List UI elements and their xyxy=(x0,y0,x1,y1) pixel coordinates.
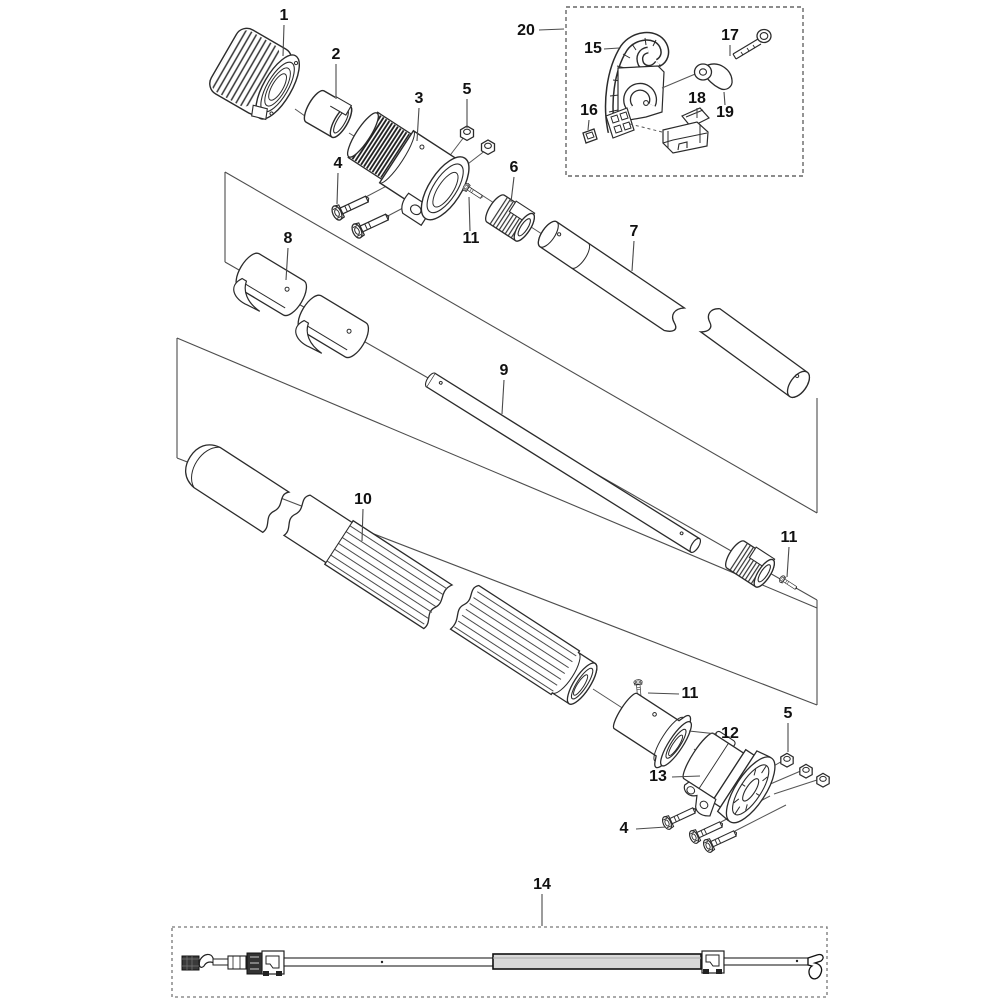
part-12-sleeve xyxy=(612,692,692,769)
callout-labels: 1 2 3 5 4 11 6 7 8 9 10 11 11 12 13 5 4 … xyxy=(280,7,798,893)
callout-13: 13 xyxy=(649,768,667,785)
callout-18: 18 xyxy=(688,90,706,107)
callout-10: 10 xyxy=(354,491,372,508)
inset-axis-line xyxy=(661,71,701,89)
part-16-square-nut xyxy=(582,128,598,144)
callout-2: 2 xyxy=(332,46,341,63)
callout-4-bottom: 4 xyxy=(620,820,629,837)
part-14-assembled-pole xyxy=(171,926,828,998)
part-7-tube xyxy=(537,220,811,399)
callout-20: 20 xyxy=(517,22,535,39)
callout-3: 3 xyxy=(415,90,424,107)
callout-1: 1 xyxy=(280,7,289,24)
part-3-coupler-housing xyxy=(346,111,470,227)
callout-5-bottom: 5 xyxy=(784,705,793,722)
callout-11-top: 11 xyxy=(463,230,480,247)
part-18-clamp-block xyxy=(662,107,710,154)
part-15-hook-clamp xyxy=(604,31,670,139)
callout-17: 17 xyxy=(721,27,739,44)
callout-12: 12 xyxy=(721,725,739,742)
part-1-cap xyxy=(209,27,300,121)
part-13-coupler-housing xyxy=(682,730,776,824)
callout-11-mid: 11 xyxy=(781,529,798,546)
part-17-bolt xyxy=(732,28,772,60)
callout-8: 8 xyxy=(284,230,293,247)
callout-6: 6 xyxy=(510,159,519,176)
part-2-ring xyxy=(303,89,353,139)
callout-4-top: 4 xyxy=(334,155,343,172)
callout-11-bottom: 11 xyxy=(682,685,699,702)
callout-14: 14 xyxy=(533,876,551,893)
callout-16: 16 xyxy=(580,102,598,119)
part-8-sleeve-halves xyxy=(233,252,370,359)
part-19-wing-nut xyxy=(693,63,733,91)
callout-19: 19 xyxy=(716,104,734,121)
callout-5-top: 5 xyxy=(463,81,472,98)
callout-7: 7 xyxy=(630,223,639,240)
part-9-inner-tube xyxy=(424,372,702,554)
part-10-grip-tube xyxy=(185,444,598,705)
callout-9: 9 xyxy=(500,362,509,379)
leader-lines xyxy=(282,24,790,926)
callout-15: 15 xyxy=(584,40,602,57)
inset-detail-box xyxy=(565,6,804,177)
